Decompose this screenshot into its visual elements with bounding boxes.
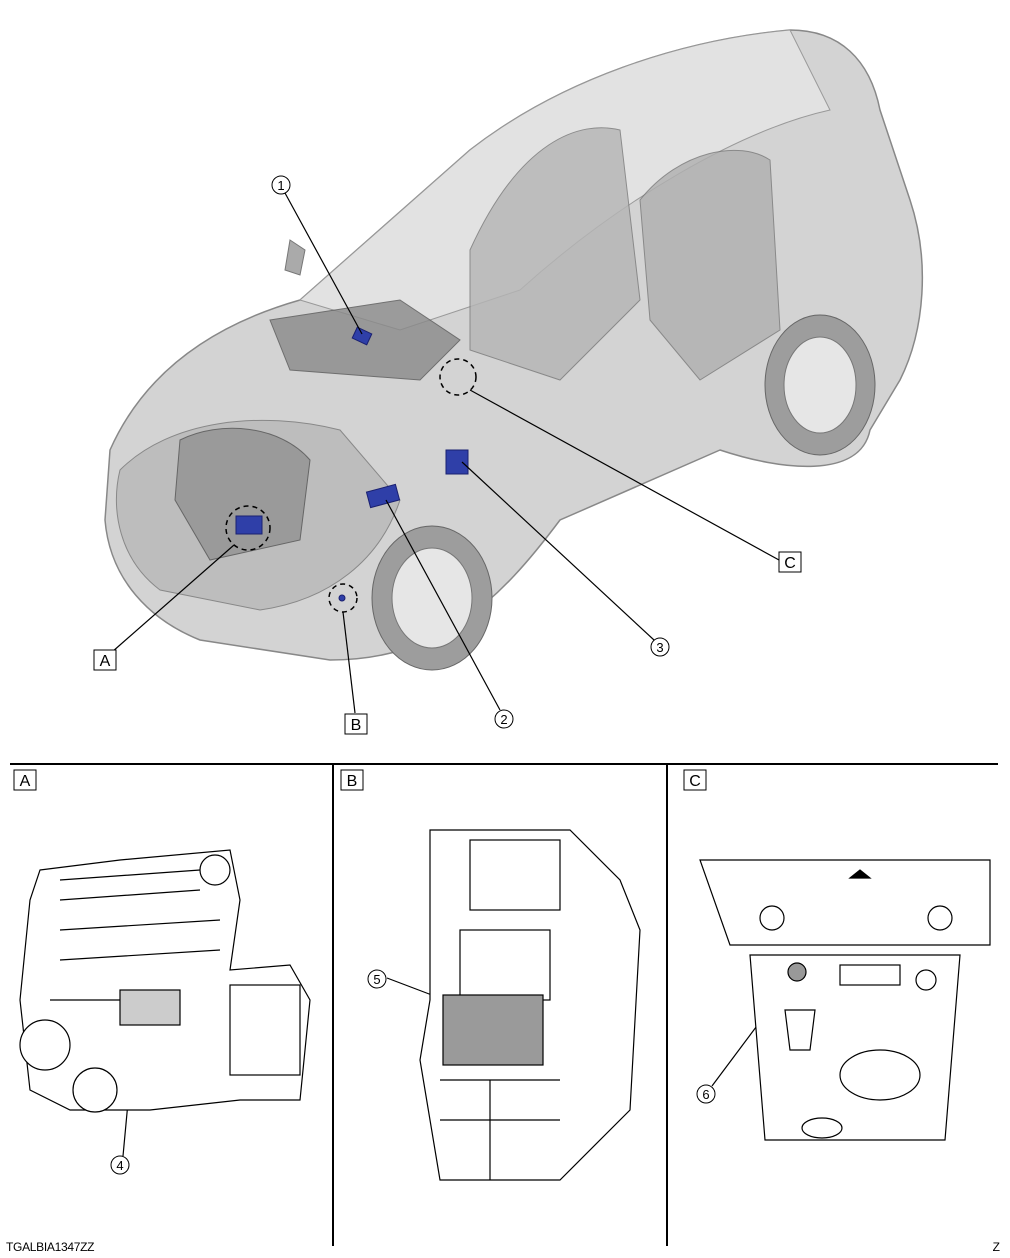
svg-text:2: 2 (500, 712, 507, 727)
view-label-c-top: C (778, 551, 802, 573)
svg-text:1: 1 (277, 178, 284, 193)
figure-code: TGALBIA1347ZZ (6, 1240, 95, 1254)
callout-1: 1 (271, 175, 291, 195)
svg-text:B: B (351, 717, 362, 734)
panel-dividers (10, 763, 998, 1246)
relay-block-detail (419, 829, 641, 1181)
svg-text:A: A (20, 773, 31, 790)
svg-text:A: A (100, 653, 111, 670)
view-label-b: B (340, 769, 364, 791)
component-2 (365, 483, 401, 509)
callout-2: 2 (494, 709, 514, 729)
view-label-a-top: A (93, 649, 117, 671)
svg-text:C: C (689, 773, 701, 790)
components (235, 326, 469, 602)
view-label-b-top: B (344, 713, 368, 735)
callout-6: 6 (696, 1084, 716, 1104)
svg-text:4: 4 (116, 1158, 123, 1173)
view-labels: A B C A B C (13, 551, 802, 791)
engine-detail (19, 849, 311, 1113)
callout-5: 5 (367, 969, 387, 989)
callout-4: 4 (110, 1155, 130, 1175)
component-3 (445, 449, 469, 475)
view-label-a: A (13, 769, 37, 791)
component-4 (235, 515, 263, 535)
svg-text:C: C (784, 555, 796, 572)
component-5 (338, 594, 346, 602)
view-label-c: C (683, 769, 707, 791)
svg-text:6: 6 (702, 1087, 709, 1102)
svg-text:5: 5 (373, 972, 380, 987)
corner-mark: Z (992, 1240, 1000, 1254)
vehicle-illustration (104, 29, 924, 671)
console-detail (699, 859, 991, 1141)
svg-text:B: B (347, 773, 358, 790)
callout-3: 3 (650, 637, 670, 657)
svg-text:3: 3 (656, 640, 663, 655)
component-1 (351, 326, 373, 346)
callouts: 1 2 3 4 5 6 (110, 175, 716, 1175)
